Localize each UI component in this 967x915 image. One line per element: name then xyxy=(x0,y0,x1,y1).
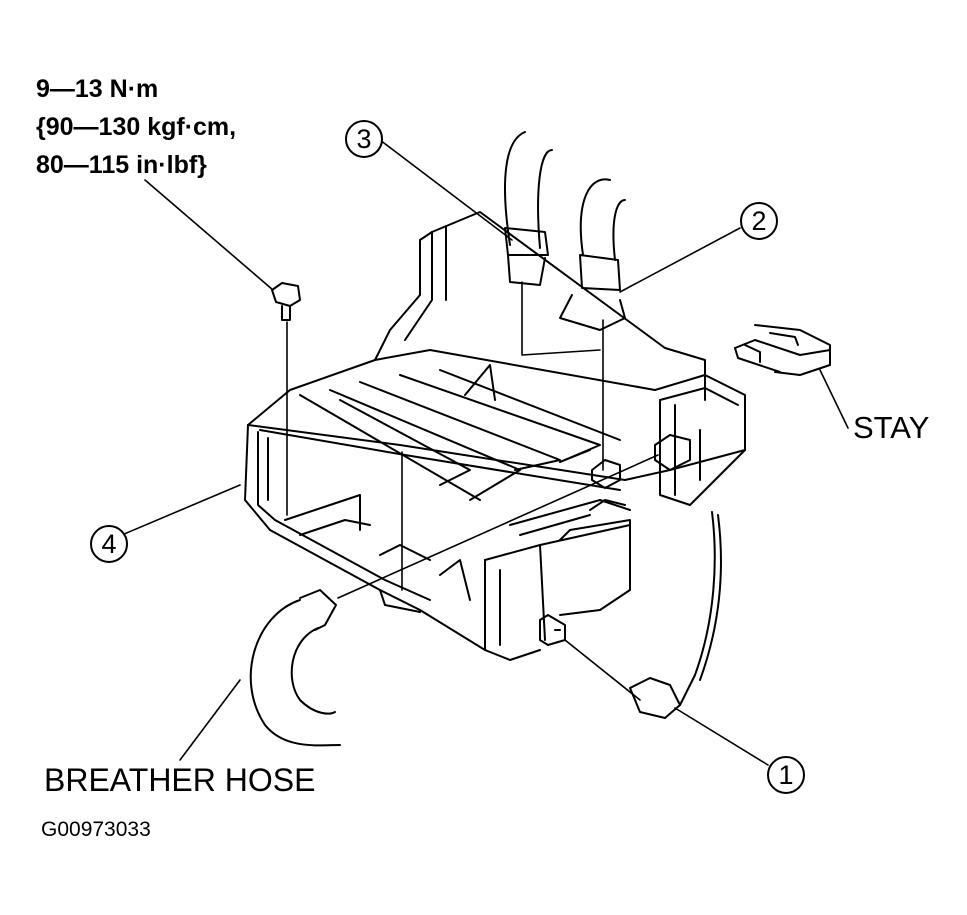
leader-lines xyxy=(109,139,849,766)
callout-1: 1 xyxy=(767,756,805,794)
canister-body xyxy=(244,211,746,661)
torque-specification: 9—13 N·m {90—130 kgf·cm, 80—115 in·lbf} xyxy=(36,70,336,184)
breather-hose-label: BREATHER HOSE xyxy=(44,762,316,798)
torque-line-1: 9—13 N·m xyxy=(36,75,159,103)
callout-3: 3 xyxy=(345,120,383,158)
torque-line-2: {90—130 kgf·cm, xyxy=(36,113,237,141)
callout-2: 2 xyxy=(740,202,778,240)
upper-hoses xyxy=(504,131,626,331)
purge-hose xyxy=(629,511,722,719)
torque-line-3: 80—115 in·lbf} xyxy=(36,151,207,179)
figure-code: G00973033 xyxy=(41,818,151,841)
breather-hose xyxy=(249,589,341,747)
callout-4: 4 xyxy=(90,525,128,563)
bolt-icon xyxy=(271,282,301,321)
stay-label: STAY xyxy=(853,410,930,445)
stay-bracket xyxy=(734,324,831,376)
